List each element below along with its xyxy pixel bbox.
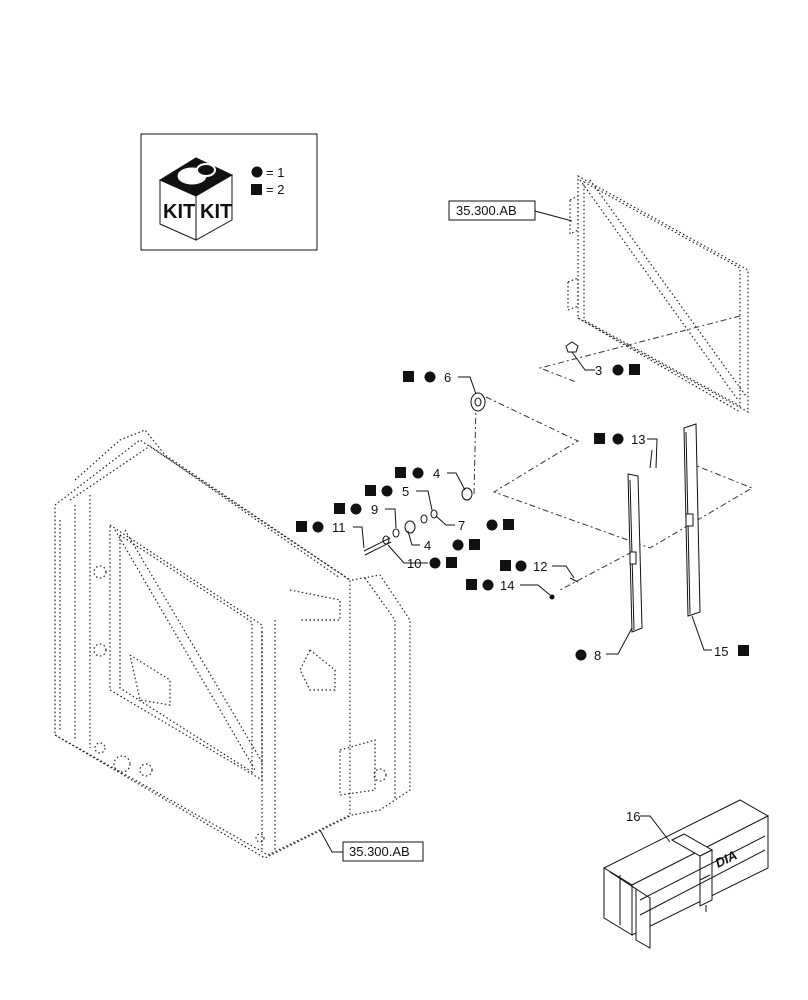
callout-3-square xyxy=(629,364,640,375)
callout-3-number: 3 xyxy=(595,363,602,378)
callout-6-circle xyxy=(424,371,436,383)
callout-14-number: 14 xyxy=(500,578,514,593)
part-9-nut xyxy=(392,528,400,538)
callout-5-number: 5 xyxy=(402,484,409,499)
part-3-fitting xyxy=(565,341,579,353)
callout-13-number: 13 xyxy=(631,432,645,447)
callout-6-square xyxy=(403,371,414,382)
part-5-spacer xyxy=(430,509,438,519)
callout-4a-number: 4 xyxy=(433,466,440,481)
callout-9-square xyxy=(334,503,345,514)
part-4-washer xyxy=(461,487,473,501)
kit-text-left: KIT xyxy=(163,201,195,223)
circle-kit-number: = 1 xyxy=(266,165,284,180)
callout-11-square xyxy=(296,521,307,532)
kit-box-icon: KIT KIT xyxy=(158,157,234,241)
frame-ref-label: 35.300.AB xyxy=(349,844,410,859)
callout-10-square xyxy=(446,557,457,568)
part-4b-washer xyxy=(404,520,416,534)
kit-legend: KIT KIT = 1 = 2 xyxy=(140,133,318,251)
callout-4b-circle xyxy=(452,539,464,551)
callout-11-number: 11 xyxy=(332,520,346,535)
callout-16-number: 16 xyxy=(626,809,640,824)
phantom-lines xyxy=(473,315,754,591)
radiator-ref-box xyxy=(448,200,536,221)
callout-15-square xyxy=(738,645,749,656)
callout-11-circle xyxy=(312,521,324,533)
callout-6-number: 6 xyxy=(444,370,451,385)
callout-8-number: 8 xyxy=(594,648,601,663)
square-kit-symbol xyxy=(251,184,262,195)
callout-4a-square xyxy=(395,467,406,478)
callout-10-number: 10 xyxy=(407,556,421,571)
square-kit-number: = 2 xyxy=(266,182,284,197)
callout-4a-circle xyxy=(412,467,424,479)
callout-7-square xyxy=(503,519,514,530)
part-12-pin xyxy=(569,577,579,583)
callout-8-circle xyxy=(575,649,587,661)
callout-13-square xyxy=(594,433,605,444)
part-13-clip xyxy=(649,449,653,469)
kit-legend-frame xyxy=(140,133,318,251)
callout-leaders xyxy=(353,351,712,843)
baffle-plate-8 xyxy=(627,473,643,633)
kit-text-right: KIT xyxy=(200,201,232,223)
callout-3-circle xyxy=(612,364,624,376)
callout-4b-square xyxy=(469,539,480,550)
callout-9-circle xyxy=(350,503,362,515)
radiator-ref-label: 35.300.AB xyxy=(456,203,517,218)
callout-12-circle xyxy=(515,560,527,572)
crate-icon: DIA xyxy=(602,799,770,949)
radiator-assembly xyxy=(565,174,749,414)
callout-4b-number: 4 xyxy=(424,538,431,553)
callouts: 3 6 4 5 9 11 7 4 10 xyxy=(296,363,749,824)
callout-5-square xyxy=(365,485,376,496)
callout-5-circle xyxy=(381,485,393,497)
callout-7-circle xyxy=(486,519,498,531)
callout-9-number: 9 xyxy=(371,502,378,517)
frame-assembly xyxy=(54,429,411,859)
callout-10-circle xyxy=(429,557,441,569)
callout-12-number: 12 xyxy=(533,559,547,574)
part-14-rivet xyxy=(549,594,555,600)
callout-15-number: 15 xyxy=(714,644,728,659)
callout-12-square xyxy=(500,560,511,571)
hardware-stack xyxy=(363,392,653,600)
callout-14-square xyxy=(466,579,477,590)
baffle-plate-15 xyxy=(683,423,701,617)
callout-14-circle xyxy=(482,579,494,591)
callout-7-number: 7 xyxy=(458,518,465,533)
callout-13-circle xyxy=(612,433,624,445)
circle-kit-symbol xyxy=(251,166,263,178)
part-11-bolt xyxy=(363,537,391,552)
